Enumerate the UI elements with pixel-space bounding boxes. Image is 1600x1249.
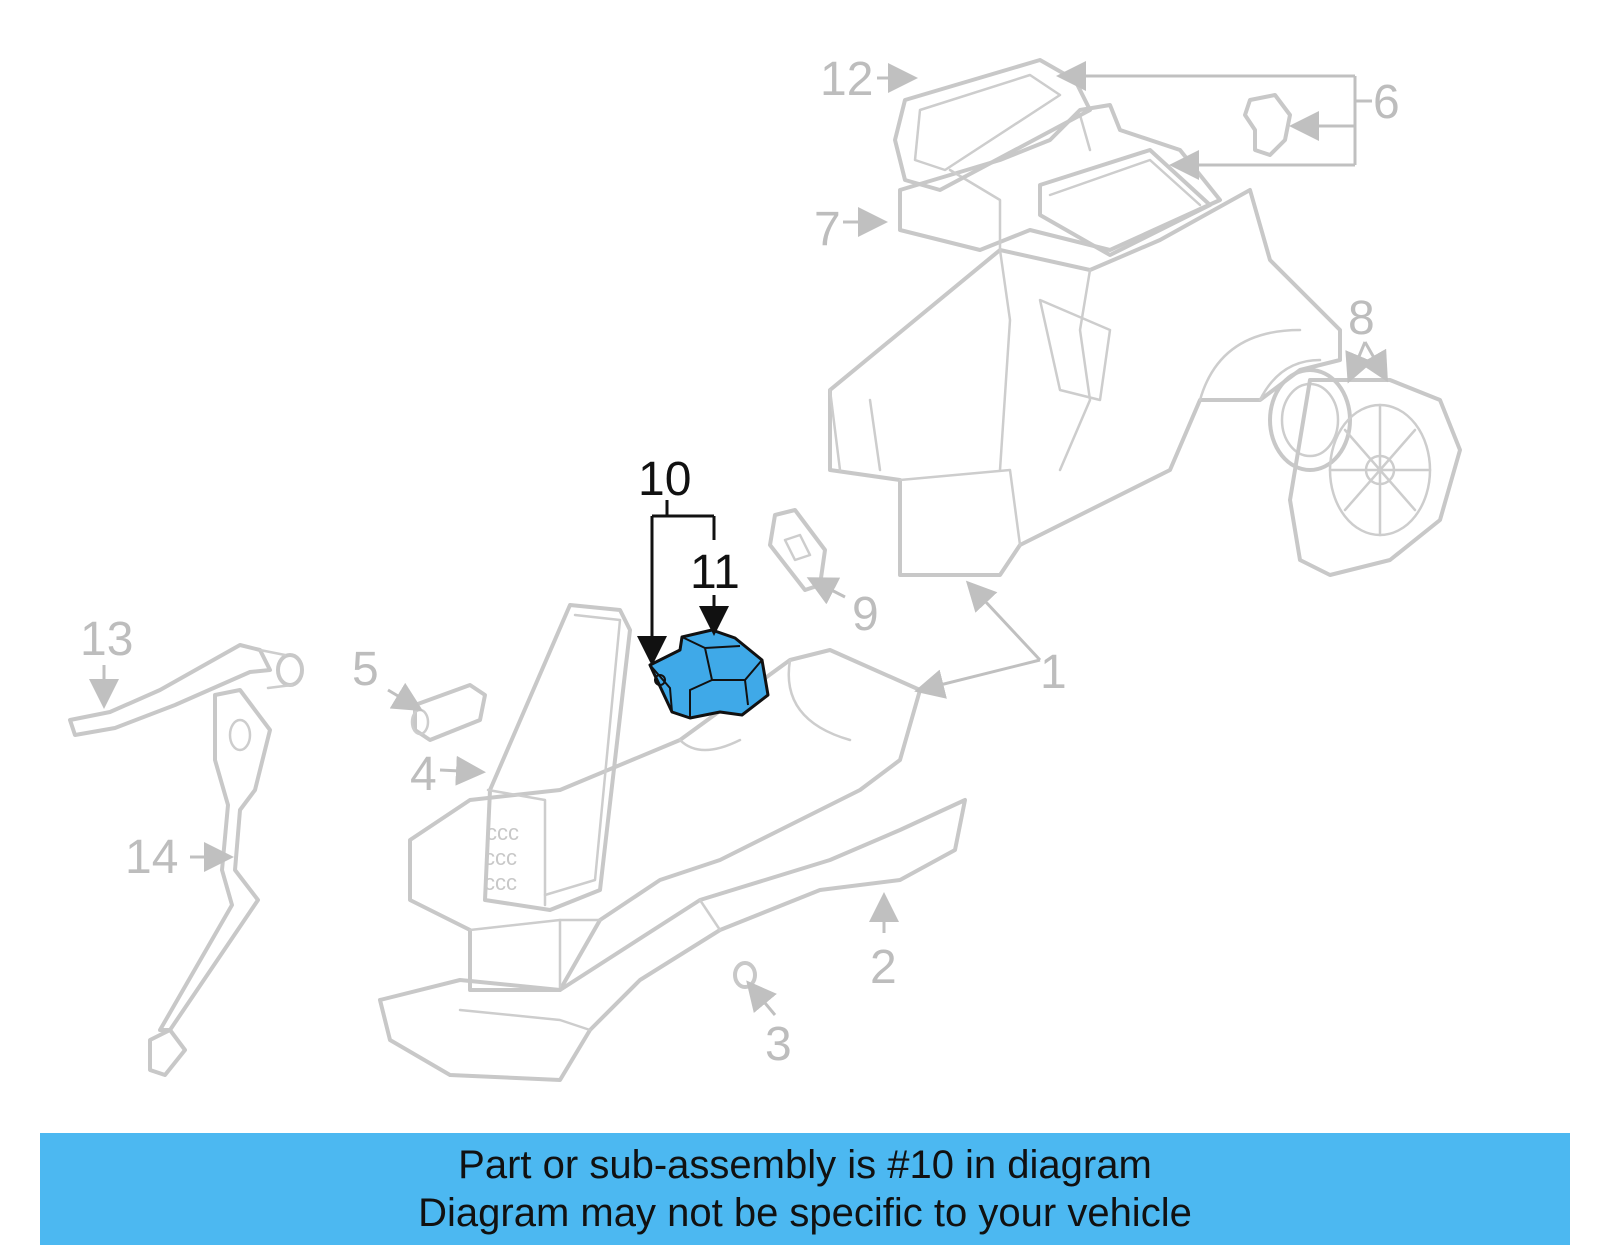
svg-text:ccc: ccc — [484, 870, 517, 895]
callout-7: 7 — [814, 203, 841, 256]
expansion-valve-part-5 — [410, 683, 487, 742]
callout-13: 13 — [80, 613, 133, 666]
callout-3: 3 — [765, 1018, 792, 1071]
banner-line-disclaimer: Diagram may not be specific to your vehi… — [418, 1191, 1192, 1235]
svg-text:ccc: ccc — [484, 845, 517, 870]
callout-14: 14 — [125, 831, 178, 884]
blower-motor-part-8 — [1268, 368, 1462, 577]
parts-diagram: ccc ccc ccc — [68, 53, 1462, 1082]
callout-8: 8 — [1348, 292, 1375, 345]
drain-part-3 — [733, 961, 757, 989]
ac-hose-part-13 — [68, 643, 304, 737]
upper-hvac-housing — [828, 188, 1342, 577]
callout-4: 4 — [410, 748, 437, 801]
defrost-duct-seal — [893, 58, 1092, 192]
callout-10: 10 — [638, 453, 691, 506]
ac-line-part-14 — [148, 688, 272, 1077]
info-banner: Part or sub-assembly is #10 in diagram D… — [40, 1133, 1570, 1245]
banner-line-part: Part or sub-assembly is #10 in diagram — [458, 1143, 1152, 1187]
evaporator-core-part-4: ccc ccc ccc — [483, 603, 632, 912]
resistor-part-9 — [768, 508, 827, 592]
callout-12: 12 — [820, 53, 873, 106]
callout-11: 11 — [690, 546, 740, 599]
lower-duct-part-2 — [378, 798, 967, 1082]
clip-part-6 — [1243, 93, 1292, 157]
leader-lines-black — [637, 500, 729, 666]
callout-5: 5 — [352, 643, 379, 696]
leader-lines-grey — [89, 61, 1388, 1016]
highlighted-part-10[interactable] — [648, 628, 770, 720]
callout-9: 9 — [852, 588, 879, 641]
callout-2: 2 — [870, 941, 897, 994]
callout-1: 1 — [1040, 646, 1067, 699]
svg-text:ccc: ccc — [486, 820, 519, 845]
callout-6: 6 — [1373, 76, 1400, 129]
